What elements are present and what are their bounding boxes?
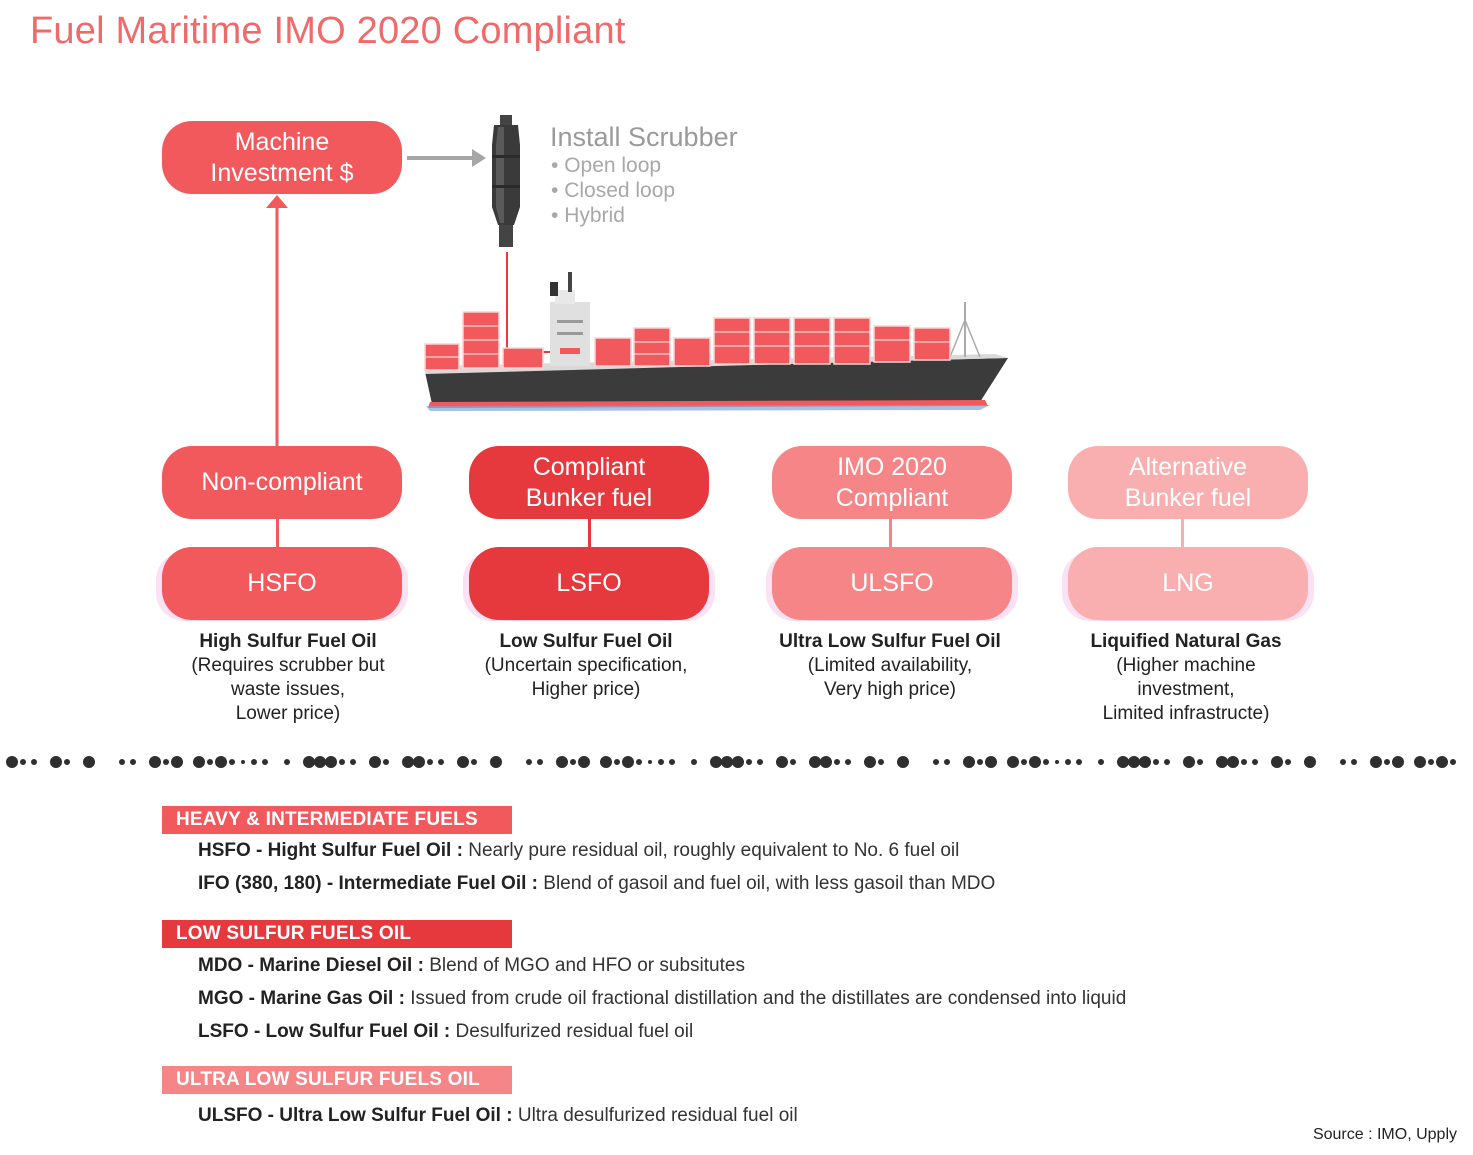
glossary-definition: Nearly pure residual oil, roughly equiva… [468,840,960,861]
glossary-definition: Issued from crude oil fractional distill… [410,988,1127,1009]
fuel-note: investment, [1137,679,1235,700]
scrubber-option: Open loop [551,153,675,178]
category-pill-alternative-bunker: Alternative Bunker fuel [1068,446,1308,519]
glossary-term: IFO (380, 180) - Intermediate Fuel Oil : [198,873,538,894]
glossary-entry: MGO - Marine Gas Oil : Issued from crude… [198,988,1126,1010]
category-label: Compliant [532,452,646,481]
fuel-description-lsfo: Low Sulfur Fuel Oil (Uncertain specifica… [456,630,716,702]
page-title: Fuel Maritime IMO 2020 Compliant [30,10,626,52]
glossary-definition: Desulfurized residual fuel oil [455,1021,694,1042]
fuel-code: LSFO [556,569,622,597]
scrubber-options-list: Open loop Closed loop Hybrid [551,153,675,228]
fuel-note: (Requires scrubber but [191,655,385,676]
fuel-description-ulsfo: Ultra Low Sulfur Fuel Oil (Limited avail… [760,630,1020,702]
dotted-divider [6,756,1456,768]
category-pill-imo-compliant: IMO 2020 Compliant [772,446,1012,519]
connector-line [588,519,591,549]
fuel-pill-lng: LNG [1068,547,1308,620]
fuel-code: HSFO [247,569,317,597]
machine-investment-label-line1: Machine [234,127,330,156]
category-label: IMO 2020 [837,452,947,481]
machine-investment-label-line2: Investment $ [210,158,354,187]
machine-investment-pill: Machine Investment $ [162,121,402,194]
fuel-name: Liquified Natural Gas [1090,631,1282,652]
fuel-code: LNG [1162,569,1214,597]
glossary-entry: ULSFO - Ultra Low Sulfur Fuel Oil : Ultr… [198,1105,798,1127]
fuel-note: waste issues, [230,679,346,700]
container-ship-icon [424,272,1008,411]
category-label: Bunker fuel [525,483,653,512]
glossary-term: LSFO - Low Sulfur Fuel Oil : [198,1021,451,1042]
glossary-definition: Blend of MGO and HFO or subsitutes [429,955,745,976]
glossary-entry: LSFO - Low Sulfur Fuel Oil : Desulfurize… [198,1021,693,1043]
fuel-note: Very high price) [823,679,956,700]
glossary-entry: MDO - Marine Diesel Oil : Blend of MGO a… [198,955,745,977]
glossary-section-ultra-low: ULTRA LOW SULFUR FUELS OIL [162,1066,512,1094]
fuel-pill-hsfo: HSFO [162,547,402,620]
category-label: Compliant [835,483,949,512]
connector-line [889,519,892,549]
scrubber-icon [492,115,520,247]
category-pill-compliant-bunker: Compliant Bunker fuel [469,446,709,519]
fuel-note: (Uncertain specification, [484,655,688,676]
fuel-description-hsfo: High Sulfur Fuel Oil (Requires scrubber … [158,630,418,726]
category-label: Non-compliant [201,468,363,496]
scrubber-option: Hybrid [551,203,675,228]
glossary-term: ULSFO - Ultra Low Sulfur Fuel Oil : [198,1105,513,1126]
fuel-name: Low Sulfur Fuel Oil [499,631,673,652]
source-credit: Source : IMO, Upply [1312,1126,1457,1143]
glossary-definition: Blend of gasoil and fuel oil, with less … [543,873,996,894]
glossary-entry: HSFO - Hight Sulfur Fuel Oil : Nearly pu… [198,840,959,862]
category-label: Alternative [1128,452,1248,481]
scrubber-option: Closed loop [551,178,675,203]
glossary-term: MGO - Marine Gas Oil : [198,988,405,1009]
glossary-term: MDO - Marine Diesel Oil : [198,955,424,976]
glossary-term: HSFO - Hight Sulfur Fuel Oil : [198,840,463,861]
fuel-name: Ultra Low Sulfur Fuel Oil [779,631,1001,652]
fuel-note: (Limited availability, [807,655,973,676]
glossary-entry: IFO (380, 180) - Intermediate Fuel Oil :… [198,873,995,895]
connector-line [1181,519,1184,549]
fuel-note: Higher price) [531,679,641,700]
fuel-note: Lower price) [235,703,341,724]
fuel-note: Limited infrastructe) [1102,703,1270,724]
glossary-definition: Ultra desulfurized residual fuel oil [517,1105,798,1126]
fuel-note: (Higher machine [1116,655,1256,676]
fuel-pill-lsfo: LSFO [469,547,709,620]
fuel-name: High Sulfur Fuel Oil [199,631,377,652]
glossary-section-low: LOW SULFUR FUELS OIL [162,920,512,948]
connector-line [276,519,279,549]
glossary-section-heavy: HEAVY & INTERMEDIATE FUELS OIL [162,806,512,858]
scrubber-arrow-head [472,149,486,167]
fuel-description-lng: Liquified Natural Gas (Higher machine in… [1056,630,1316,726]
category-pill-non-compliant: Non-compliant [162,446,402,519]
category-label: Bunker fuel [1124,483,1252,512]
scrubber-title: Install Scrubber [550,122,738,152]
up-arrow-head [266,195,288,208]
fuel-code: ULSFO [850,569,934,597]
fuel-pill-ulsfo: ULSFO [772,547,1012,620]
